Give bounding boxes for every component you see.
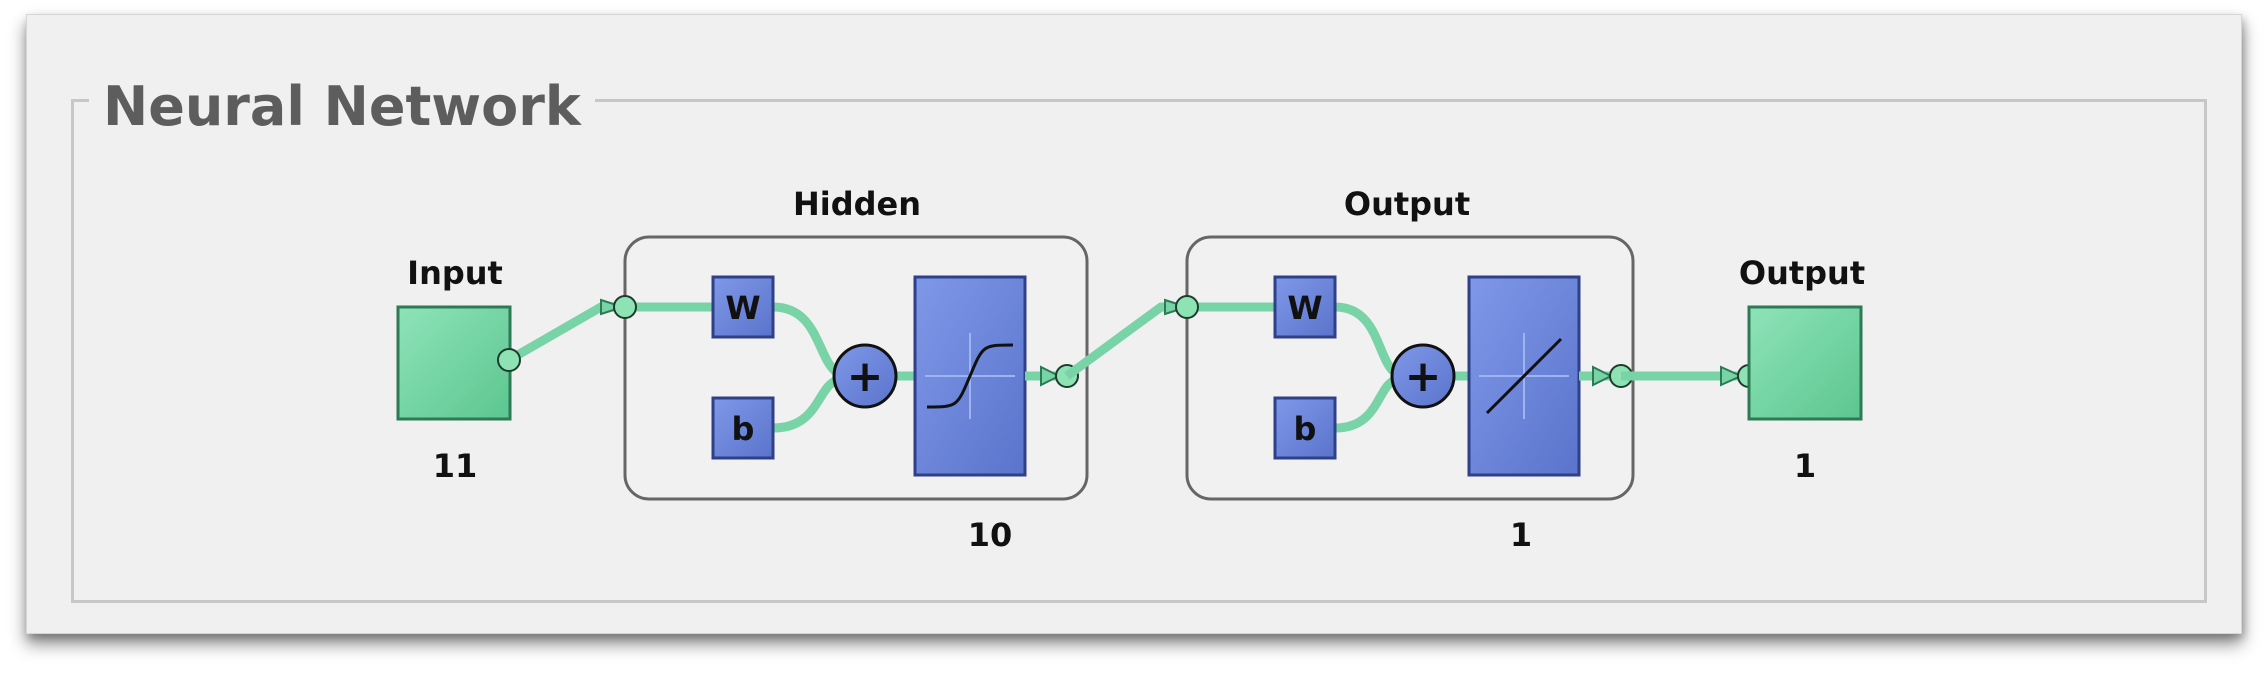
input-size: 11 <box>433 447 478 485</box>
hidden-sum-symbol: + <box>847 351 884 402</box>
output-layer-size: 1 <box>1510 516 1532 554</box>
hidden-sum-node <box>832 343 898 409</box>
output-weight-block <box>1273 275 1337 339</box>
hidden-weight-wire <box>772 302 839 375</box>
output-terminal <box>1747 305 1863 421</box>
hidden-layer-label: Hidden <box>793 185 921 223</box>
hidden-layer-size: 10 <box>968 516 1013 554</box>
neural-network-panel: Neural Network Input 11 Hidden W <box>26 14 2242 634</box>
input-terminal <box>396 305 512 421</box>
output-bias-label: b <box>1294 410 1317 448</box>
hidden-weight-label: W <box>725 289 760 327</box>
output-sum-symbol: + <box>1405 351 1442 402</box>
input-label: Input <box>407 254 503 292</box>
output-bias-block <box>1273 396 1337 460</box>
output-sum-node <box>1390 343 1456 409</box>
output-weight-wire <box>1334 302 1397 375</box>
output-input-port <box>1175 295 1199 319</box>
neural-network-group-box <box>71 99 2207 603</box>
hidden-bias-label: b <box>732 410 755 448</box>
output-layer-output-arrow <box>1592 365 1614 387</box>
input-to-hidden-connector <box>506 302 621 364</box>
hidden-output-arrow <box>1040 365 1062 387</box>
hidden-bias-block <box>711 396 775 460</box>
panel-title: Neural Network <box>89 75 595 139</box>
network-diagram: Input 11 Hidden W b + 10 <box>396 185 1865 554</box>
hidden-weight-block <box>711 275 775 339</box>
output-terminal-size: 1 <box>1794 447 1816 485</box>
hidden-input-port <box>613 295 637 319</box>
linear-icon <box>1479 333 1569 419</box>
output-bias-wire <box>1334 377 1396 433</box>
input-output-port <box>497 348 521 372</box>
output-terminal-label: Output <box>1739 254 1865 292</box>
sigmoid-icon <box>925 333 1015 419</box>
output-weight-label: W <box>1287 289 1322 327</box>
input-to-hidden-arrow <box>600 298 627 316</box>
hidden-bias-wire <box>772 376 838 433</box>
output-layer-label: Output <box>1344 185 1470 223</box>
output-terminal-arrow <box>1720 365 1744 387</box>
